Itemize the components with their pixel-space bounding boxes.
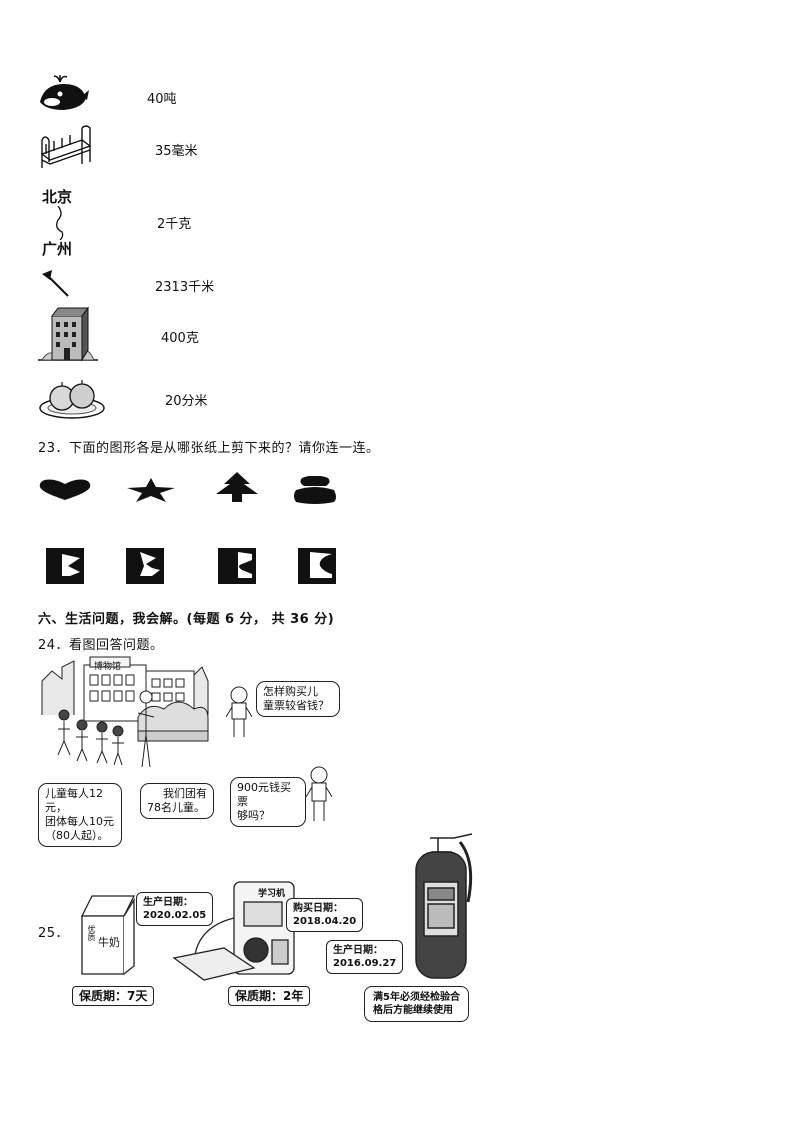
question-25-prompt: 25． bbox=[38, 926, 70, 941]
cutout-star bbox=[127, 478, 175, 502]
extinguisher-production-date: 生产日期： 2016.09.27 bbox=[326, 940, 404, 974]
route-line bbox=[56, 206, 64, 240]
machine-label: 学习机 bbox=[258, 889, 286, 899]
paper-with-hole-3 bbox=[218, 548, 256, 584]
unit-label-3: 2千克 bbox=[157, 217, 192, 232]
cutout-tree bbox=[216, 472, 258, 502]
milk-production-date: 生产日期： 2020.02.05 bbox=[136, 892, 214, 926]
museum-scene: 博物馆 儿童每人12元， 团体每人10元 （80人起）。 我们团有 78名儿童。… bbox=[38, 655, 340, 847]
milk-shelf-life: 保质期：7天 bbox=[72, 986, 155, 1006]
extinguisher-inspection-note: 满5年必须经检验合 格后方能继续使用 bbox=[364, 986, 469, 1022]
museum-illustration bbox=[41, 656, 209, 768]
milk-badge: 优质 bbox=[87, 925, 96, 941]
whale-picture bbox=[40, 75, 89, 110]
bed-picture bbox=[40, 125, 92, 168]
bubble-ticket-price: 儿童每人12元， 团体每人10元 （80人起）。 bbox=[38, 783, 122, 847]
building-picture bbox=[38, 306, 98, 362]
boy-1-illustration bbox=[225, 686, 253, 737]
question-23-prompt: 23．下面的图形各是从哪张纸上剪下来的？请你连一连。 bbox=[38, 441, 380, 456]
cutout-stacked-shape bbox=[294, 476, 336, 504]
fire-extinguisher-illustration bbox=[415, 833, 473, 979]
boy-2-illustration bbox=[305, 766, 333, 821]
unit-label-2: 35毫米 bbox=[155, 144, 198, 159]
bubble-question-cheapest: 怎样购买儿 童票较省钱？ bbox=[256, 681, 340, 717]
bubble-group-size: 我们团有 78名儿童。 bbox=[140, 783, 214, 819]
paper-with-hole-1 bbox=[46, 548, 84, 584]
bubble-question-enough: 900元钱买票 够吗？ bbox=[230, 777, 306, 827]
section-6-heading: 六、生活问题，我会解。(每题 6 分， 共 36 分) bbox=[38, 612, 335, 627]
question-24-prompt: 24．看图回答问题。 bbox=[38, 638, 164, 653]
city-label-guangzhou: 广州 bbox=[42, 240, 73, 258]
paper-with-hole-4 bbox=[298, 548, 336, 584]
unit-label-1: 40吨 bbox=[147, 92, 177, 107]
milk-carton-illustration bbox=[80, 895, 136, 975]
paper-with-hole-2 bbox=[126, 548, 164, 584]
thumbtack-picture bbox=[42, 270, 69, 297]
machine-purchase-date: 购买日期： 2018.04.20 bbox=[286, 898, 364, 932]
apples-plate-picture bbox=[39, 380, 105, 419]
museum-sign: 博物馆 bbox=[94, 662, 122, 672]
city-label-beijing: 北京 bbox=[42, 188, 73, 206]
milk-label: 牛奶 bbox=[98, 936, 120, 949]
map-route-picture: 北京 广州 bbox=[40, 186, 80, 258]
machine-shelf-life: 保质期：2年 bbox=[228, 986, 311, 1006]
unit-label-5: 400克 bbox=[161, 331, 199, 346]
unit-label-4: 2313千米 bbox=[155, 280, 215, 295]
unit-label-6: 20分米 bbox=[165, 394, 208, 409]
cutout-heart bbox=[39, 479, 91, 500]
